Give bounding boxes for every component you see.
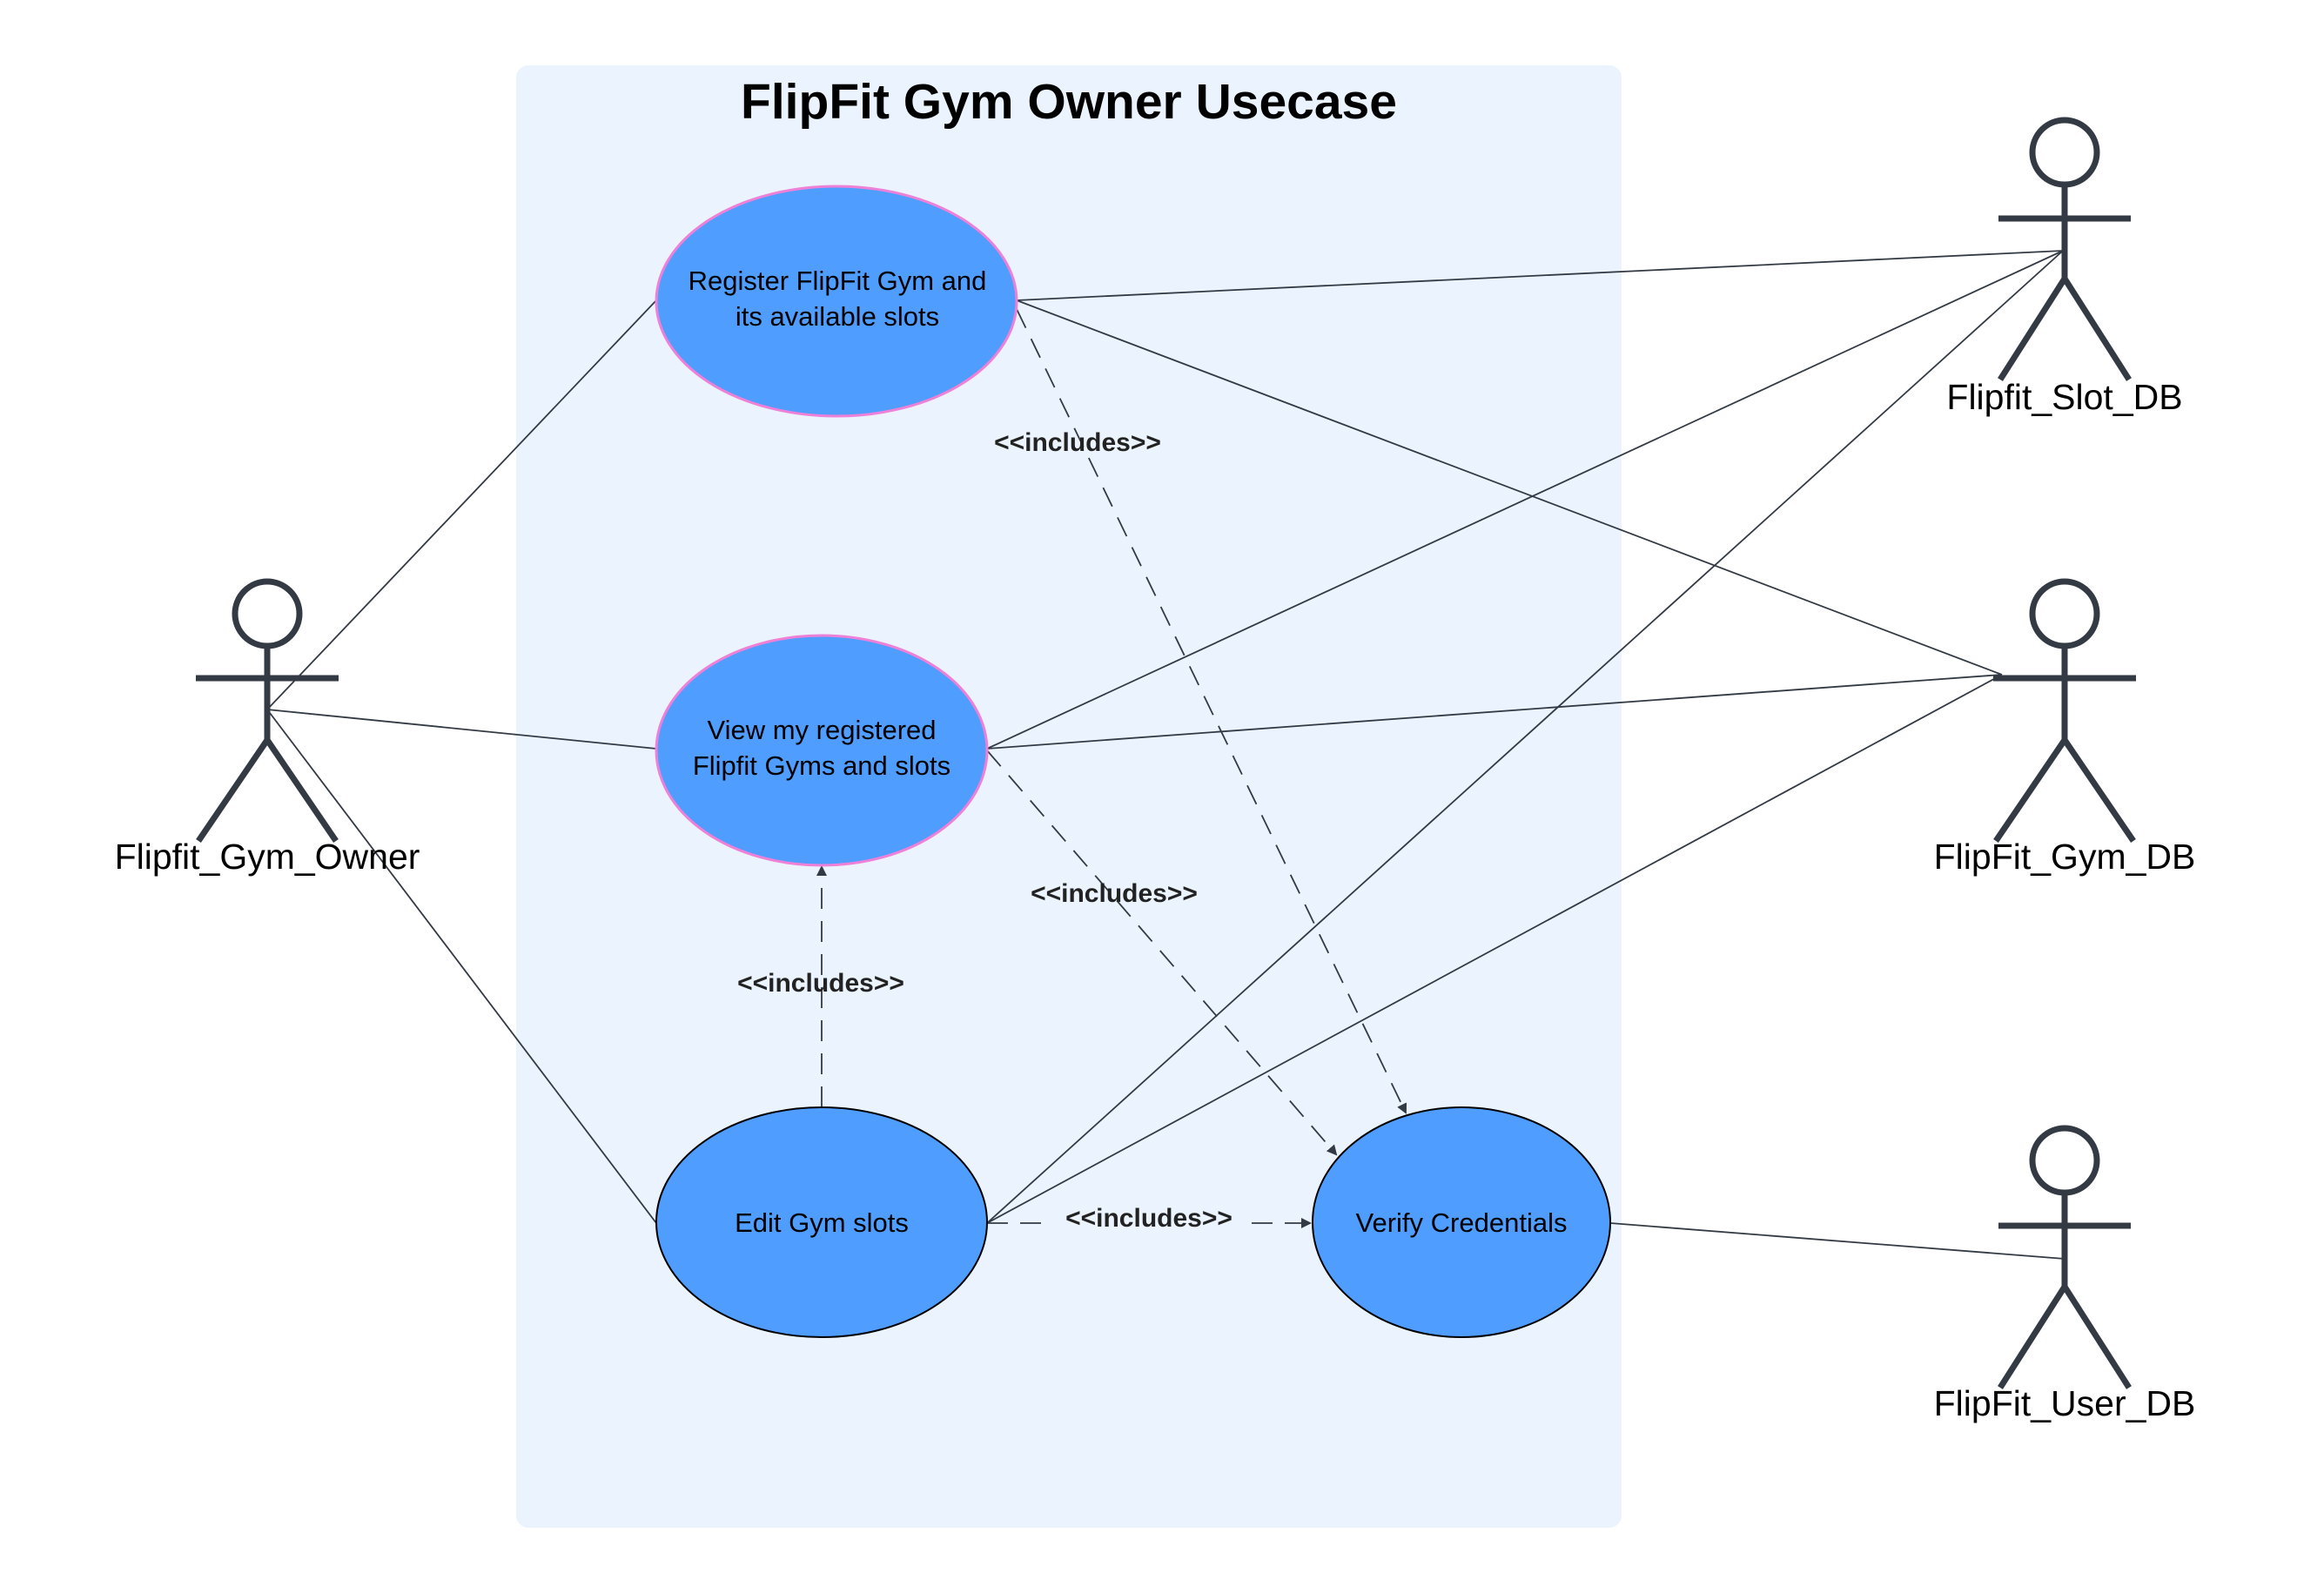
assoc-owner-view bbox=[266, 709, 657, 750]
usecase-edit-slots[interactable]: Edit Gym slots bbox=[655, 1106, 988, 1338]
usecase-verify-shape bbox=[1312, 1106, 1611, 1338]
system-title: FlipFit Gym Owner Usecase bbox=[741, 74, 1397, 130]
usecase-edit-line1: Edit Gym slots bbox=[735, 1207, 909, 1238]
assoc-view-slotdb bbox=[986, 250, 2064, 750]
usecase-register-line2: its available slots bbox=[735, 301, 939, 332]
include-label-edit-verify: <<includes>> bbox=[1065, 1204, 1233, 1233]
usecase-view-line2: Flipfit Gyms and slots bbox=[693, 750, 950, 781]
actor-user-db[interactable]: FlipFit_User_DB bbox=[1934, 1125, 2196, 1423]
actor-gym-db[interactable]: FlipFit_Gym_DB bbox=[1934, 578, 2196, 877]
usecase-register-shape bbox=[655, 185, 1018, 418]
usecase-view-shape bbox=[655, 634, 989, 867]
include-label-edit-view: <<includes>> bbox=[737, 969, 904, 998]
include-label-bg bbox=[1053, 1208, 1243, 1240]
assoc-view-gymdb bbox=[986, 674, 2003, 750]
include-view-verify bbox=[986, 750, 1338, 1156]
actor-user-db-label: FlipFit_User_DB bbox=[1934, 1383, 2196, 1423]
include-label-register-verify: <<includes>> bbox=[994, 428, 1161, 457]
usecase-register-line1: Register FlipFit Gym and bbox=[688, 266, 987, 296]
usecase-verify-credentials[interactable]: Verify Credentials bbox=[1312, 1106, 1611, 1338]
actor-gym-owner-label: Flipfit_Gym_Owner bbox=[115, 837, 420, 877]
assoc-register-gymdb bbox=[1016, 299, 2003, 676]
assoc-verify-userdb bbox=[1609, 1222, 2065, 1260]
usecase-verify-line1: Verify Credentials bbox=[1356, 1207, 1568, 1238]
associations bbox=[266, 250, 2065, 1260]
usecase-edit-shape bbox=[655, 1106, 988, 1338]
assoc-register-slotdb bbox=[1016, 250, 2064, 301]
actor-gym-db-label: FlipFit_Gym_DB bbox=[1934, 837, 2196, 877]
include-dependencies bbox=[816, 308, 1407, 1228]
include-label-view-verify: <<includes>> bbox=[1031, 879, 1198, 908]
actor-gym-owner[interactable]: Flipfit_Gym_Owner bbox=[115, 578, 420, 877]
usecase-view-gyms[interactable]: View my registered Flipfit Gyms and slot… bbox=[655, 634, 989, 867]
actor-slot-db-label: Flipfit_Slot_DB bbox=[1946, 377, 2182, 417]
actor-gym-owner-head bbox=[232, 578, 303, 649]
assoc-edit-slotdb bbox=[986, 250, 2064, 1224]
actor-slot-db[interactable]: Flipfit_Slot_DB bbox=[1946, 117, 2183, 417]
actor-slot-db-head bbox=[2029, 117, 2100, 188]
assoc-owner-register bbox=[266, 299, 657, 710]
actor-gym-db-head bbox=[2029, 578, 2100, 649]
assoc-edit-gymdb bbox=[986, 674, 2003, 1224]
actor-user-db-head bbox=[2029, 1125, 2100, 1196]
include-register-verify bbox=[1016, 308, 1407, 1114]
usecase-view-line1: View my registered bbox=[707, 715, 936, 745]
assoc-owner-edit bbox=[266, 709, 657, 1224]
usecase-register-gym[interactable]: Register FlipFit Gym and its available s… bbox=[655, 185, 1018, 418]
